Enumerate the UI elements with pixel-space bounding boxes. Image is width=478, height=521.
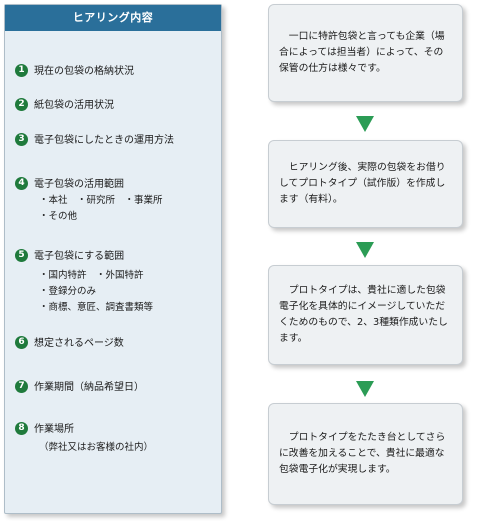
down-arrow-icon [356,116,374,132]
item-label: 電子包袋の活用範囲 [34,179,124,190]
number-badge: 8 [15,421,28,435]
hearing-panel: ヒアリング内容 1 現在の包袋の格納状況 2 紙包袋の活用状況 3 電子包袋にしたとき… [4,4,222,514]
list-item-4: 4 電子包袋の活用範囲 ・本社 ・研究所 ・事業所 ・その他 [15,176,215,225]
item-label: 現在の包袋の格納状況 [34,66,134,77]
item-label: 電子包袋にする範囲 [34,251,125,262]
sub-item: ・登録分のみ [39,286,97,297]
item-label: 作業場所 [34,424,74,435]
list-item-6: 6 想定されるページ数 [15,335,215,352]
item-label: 想定されるページ数 [34,338,124,349]
panel-title: ヒアリング内容 [5,5,221,31]
item-label: 電子包袋にしたときの運用方法 [34,135,174,146]
sub-item: （弊社又はお客様の社内） [39,442,154,453]
number-badge: 2 [15,97,28,111]
list-item-3: 3 電子包袋にしたときの運用方法 [15,132,215,149]
number-badge: 5 [15,248,28,262]
flow-step-text: プロトタイプをたたき台としてさらに改善を加えることで、貴社に最適な包袋電子化が実… [279,432,446,475]
flow-step-2: ヒアリング後、実際の包袋をお借りしてプロトタイプ（試作版）を作成します（有料）。 [268,140,463,228]
list-item-5: 5 電子包袋にする範囲 ・国内特許 ・外国特許 ・登録分のみ ・商標、意匠、調査書… [15,248,215,316]
number-badge: 3 [15,132,28,146]
number-badge: 6 [15,335,28,349]
flow-step-1: 一口に特許包袋と言っても企業（場合によっては担当者）によって、その保管の仕方は様… [268,4,463,102]
list-item-1: 1 現在の包袋の格納状況 [15,63,215,80]
item-label: 作業期間（納品希望日） [34,382,144,393]
flow-step-text: ヒアリング後、実際の包袋をお借りしてプロトタイプ（試作版）を作成します（有料）。 [279,162,446,205]
item-label: 紙包袋の活用状況 [34,100,114,111]
down-arrow-icon [356,381,374,397]
sub-item: ・その他 [39,211,78,222]
flow-step-3: プロトタイプは、貴社に適した包袋電子化を具体的にイメージしていただくためのもので… [268,265,463,365]
number-badge: 7 [15,379,28,393]
list-item-7: 7 作業期間（納品希望日） [15,379,215,396]
flow-step-text: 一口に特許包袋と言っても企業（場合によっては担当者）によって、その保管の仕方は様… [279,31,445,74]
number-badge: 1 [15,63,28,77]
list-item-8: 8 作業場所 （弊社又はお客様の社内） [15,421,215,456]
sub-item: ・商標、意匠、調査書類等 [39,302,154,313]
sub-item: ・本社 ・研究所 ・事業所 [39,195,163,206]
number-badge: 4 [15,176,28,190]
flow-step-text: プロトタイプは、貴社に適した包袋電子化を具体的にイメージしていただくためのもので… [279,285,448,344]
flow-step-4: プロトタイプをたたき台としてさらに改善を加えることで、貴社に最適な包袋電子化が実… [268,403,463,505]
down-arrow-icon [356,242,374,258]
list-item-2: 2 紙包袋の活用状況 [15,97,215,114]
sub-item: ・国内特許 ・外国特許 [39,270,144,281]
